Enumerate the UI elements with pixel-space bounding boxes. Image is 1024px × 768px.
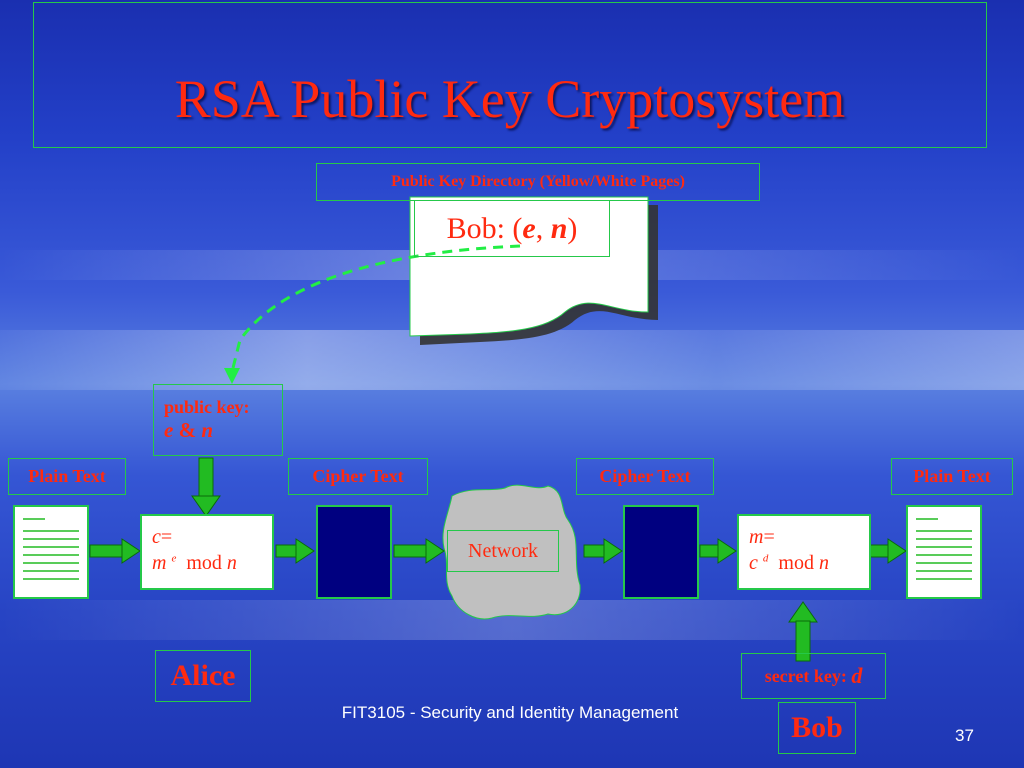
dashed-arrow-head	[224, 368, 240, 384]
flow-arrow	[89, 538, 141, 564]
public-key-amp: &	[173, 418, 202, 442]
bob-directory-entry: Bob: (e, n)	[414, 200, 610, 257]
bob-entry-e: e	[522, 211, 536, 245]
bob-entry-prefix: Bob: (	[446, 211, 523, 245]
encrypt-c: c	[152, 526, 161, 548]
encrypt-n: n	[226, 552, 237, 574]
cipher-text-block-left	[316, 505, 392, 599]
decrypt-mod: mod	[778, 552, 814, 574]
decrypt-n: n	[818, 552, 829, 574]
bob-label: Bob	[778, 702, 856, 754]
encrypt-mod: mod	[186, 552, 222, 574]
public-key-directory-label: Public Key Directory (Yellow/White Pages…	[316, 163, 760, 201]
key-lookup-dashed-arrow	[230, 244, 521, 373]
network-label: Network	[447, 530, 559, 572]
encrypt-line-2: m e mod n	[152, 550, 262, 576]
alice-label: Alice	[155, 650, 251, 702]
encrypt-line-1: c=	[152, 524, 262, 550]
plain-text-document-right	[906, 505, 982, 599]
secret-key-d: d	[851, 663, 863, 688]
decrypt-c: c	[749, 552, 758, 574]
page-number: 37	[955, 726, 974, 745]
bob-entry-n: n	[550, 211, 568, 245]
flow-arrow	[699, 538, 737, 564]
document-lines-icon	[23, 518, 79, 580]
decryption-formula-box: m= c d mod n	[737, 514, 871, 590]
plain-text-document-left	[13, 505, 89, 599]
decrypt-m: m	[749, 526, 764, 548]
document-lines-icon	[916, 518, 972, 580]
public-key-n: n	[201, 418, 214, 442]
bob-entry-sep: ,	[535, 211, 551, 245]
flow-arrow	[393, 538, 445, 564]
directory-page	[409, 196, 649, 337]
bob-entry-suffix: )	[567, 211, 578, 245]
public-key-arrow-shaft	[198, 457, 214, 499]
secret-key-arrow-shaft	[795, 620, 811, 662]
public-key-e: e	[164, 418, 174, 442]
title-frame	[33, 2, 987, 148]
cipher-text-label-left: Cipher Text	[288, 458, 428, 495]
secret-key-label: secret key:	[764, 665, 852, 686]
plain-text-label-right: Plain Text	[891, 458, 1013, 495]
encrypt-exponent: e	[171, 552, 177, 565]
flow-arrow	[583, 538, 623, 564]
slide-title: RSA Public Key Cryptosystem	[174, 69, 846, 129]
flow-arrow	[275, 538, 315, 564]
encrypt-eq: =	[160, 526, 173, 548]
cipher-text-label-right: Cipher Text	[576, 458, 714, 495]
decrypt-exponent: d	[762, 552, 769, 565]
decrypt-line-2: c d mod n	[749, 550, 859, 576]
secret-key-arrow-head	[788, 601, 818, 623]
secret-key-box: secret key: d	[741, 653, 886, 699]
cipher-text-block-right	[623, 505, 699, 599]
public-key-values: e & n	[164, 418, 213, 443]
slide-footer: FIT3105 - Security and Identity Manageme…	[341, 703, 679, 722]
decrypt-line-1: m=	[749, 524, 859, 550]
decrypt-eq: =	[763, 526, 775, 548]
flow-arrow	[869, 538, 907, 564]
public-key-arrow-head	[191, 495, 221, 517]
public-key-box: public key: e & n	[153, 384, 283, 456]
public-key-label: public key:	[164, 397, 250, 417]
network-cloud	[442, 484, 581, 620]
encryption-formula-box: c= m e mod n	[140, 514, 274, 590]
encrypt-m: m	[152, 552, 167, 574]
plain-text-label-left: Plain Text	[8, 458, 126, 495]
